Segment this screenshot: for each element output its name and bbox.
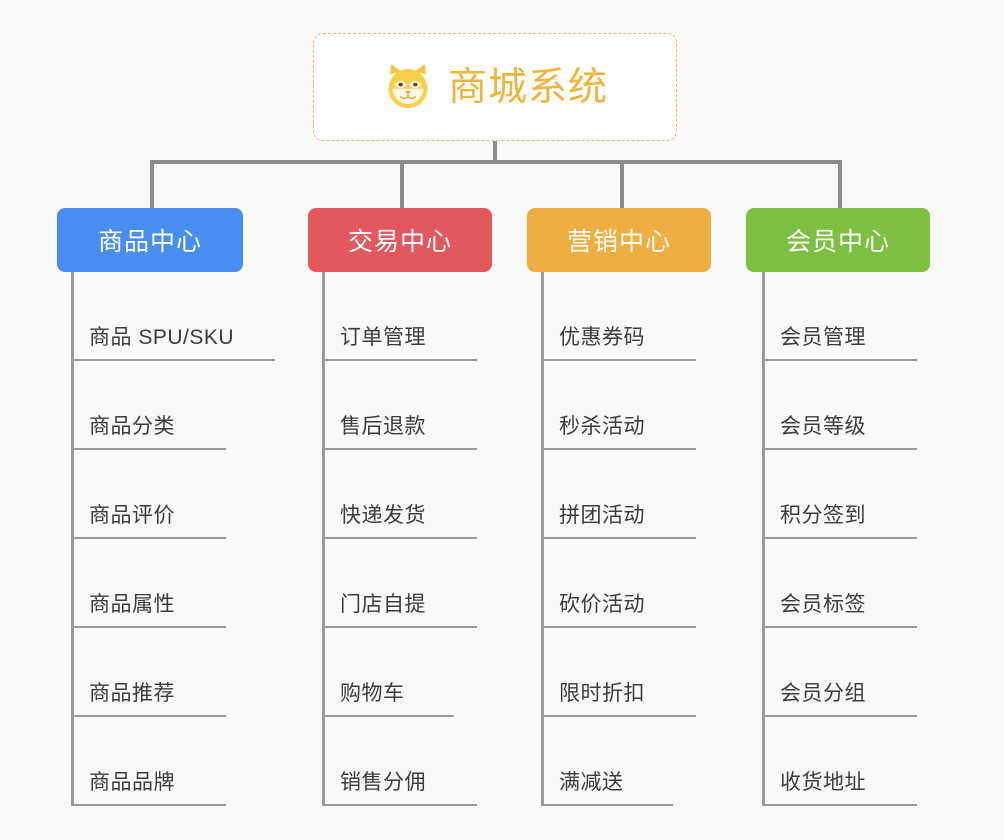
leaf-label: 优惠券码 — [559, 326, 645, 349]
leaf-item[interactable]: 会员分组 — [762, 628, 962, 717]
leaf-item[interactable]: 满减送 — [541, 717, 741, 806]
leaf-item[interactable]: 限时折扣 — [541, 628, 741, 717]
leaf-item[interactable]: 快递发货 — [322, 450, 522, 539]
connector-drop-4 — [838, 160, 842, 208]
category-box-3[interactable]: 营销中心 — [527, 208, 711, 272]
leaf-label: 会员标签 — [780, 593, 866, 616]
leaf-underline — [762, 448, 917, 450]
leaf-underline — [71, 359, 275, 361]
leaf-underline — [762, 626, 917, 628]
leaf-item[interactable]: 售后退款 — [322, 361, 522, 450]
leaf-item[interactable]: 销售分佣 — [322, 717, 522, 806]
leaf-label: 购物车 — [340, 682, 405, 705]
leaf-label: 会员分组 — [780, 682, 866, 705]
connector-root-stub — [493, 141, 497, 164]
leaf-item[interactable]: 商品 SPU/SKU — [71, 272, 291, 361]
leaf-underline — [762, 537, 917, 539]
leaf-label: 快递发货 — [340, 504, 426, 527]
leaf-underline — [541, 804, 673, 806]
leaf-underline — [541, 626, 696, 628]
leaf-underline — [762, 804, 917, 806]
leaf-underline — [71, 448, 226, 450]
leaf-label: 销售分佣 — [340, 771, 426, 794]
leaf-underline — [322, 626, 477, 628]
category-box-1[interactable]: 商品中心 — [57, 208, 243, 272]
leaf-label: 门店自提 — [340, 593, 426, 616]
leaf-label: 收货地址 — [780, 771, 866, 794]
leaf-item[interactable]: 门店自提 — [322, 539, 522, 628]
leaf-label: 商品属性 — [89, 593, 175, 616]
leaf-underline — [322, 448, 477, 450]
leaf-label: 满减送 — [559, 771, 624, 794]
leaf-underline — [71, 804, 226, 806]
leaf-label: 订单管理 — [340, 326, 426, 349]
leaf-label: 商品评价 — [89, 504, 175, 527]
leaf-item[interactable]: 商品属性 — [71, 539, 291, 628]
leaf-label: 砍价活动 — [559, 593, 645, 616]
leaf-underline — [541, 448, 696, 450]
leaf-underline — [322, 804, 477, 806]
category-label-1: 商品中心 — [97, 228, 202, 256]
leaf-label: 限时折扣 — [559, 682, 645, 705]
leaf-item[interactable]: 会员标签 — [762, 539, 962, 628]
leaf-item[interactable]: 会员管理 — [762, 272, 962, 361]
leaf-item[interactable]: 秒杀活动 — [541, 361, 741, 450]
leaf-underline — [541, 715, 696, 717]
leaf-underline — [322, 359, 477, 361]
category-label-2: 交易中心 — [347, 228, 452, 256]
leaf-label: 秒杀活动 — [559, 415, 645, 438]
connector-horizontal-bus — [150, 160, 840, 164]
leaf-label: 售后退款 — [340, 415, 426, 438]
leaf-item[interactable]: 商品分类 — [71, 361, 291, 450]
shiba-dog-face-icon — [382, 61, 434, 113]
leaf-label: 会员管理 — [780, 326, 866, 349]
leaf-item[interactable]: 砍价活动 — [541, 539, 741, 628]
leaf-spine-4 — [762, 272, 765, 806]
connector-drop-2 — [400, 160, 404, 208]
leaf-label: 商品 SPU/SKU — [89, 326, 235, 349]
root-node-shop-system[interactable]: 商城系统 — [313, 33, 677, 141]
leaf-item[interactable]: 购物车 — [322, 628, 522, 717]
leaf-column-2: 订单管理 售后退款 快递发货 门店自提 购物车 销售分佣 — [322, 272, 522, 806]
leaf-label: 会员等级 — [780, 415, 866, 438]
category-label-3: 营销中心 — [566, 228, 671, 256]
leaf-item[interactable]: 拼团活动 — [541, 450, 741, 539]
connector-drop-3 — [620, 160, 624, 208]
leaf-spine-1 — [71, 272, 74, 806]
leaf-spine-2 — [322, 272, 325, 806]
leaf-label: 商品品牌 — [89, 771, 175, 794]
leaf-item[interactable]: 积分签到 — [762, 450, 962, 539]
root-title: 商城系统 — [447, 65, 608, 109]
leaf-item[interactable]: 商品推荐 — [71, 628, 291, 717]
leaf-underline — [762, 715, 917, 717]
leaf-item[interactable]: 会员等级 — [762, 361, 962, 450]
category-box-2[interactable]: 交易中心 — [308, 208, 492, 272]
leaf-label: 拼团活动 — [559, 504, 645, 527]
connector-drop-1 — [150, 160, 154, 208]
leaf-label: 商品推荐 — [89, 682, 175, 705]
category-label-4: 会员中心 — [785, 228, 890, 256]
leaf-item[interactable]: 收货地址 — [762, 717, 962, 806]
leaf-column-3: 优惠券码 秒杀活动 拼团活动 砍价活动 限时折扣 满减送 — [541, 272, 741, 806]
leaf-underline — [322, 715, 454, 717]
leaf-underline — [541, 537, 696, 539]
leaf-underline — [71, 715, 226, 717]
leaf-underline — [322, 537, 477, 539]
category-box-4[interactable]: 会员中心 — [746, 208, 930, 272]
leaf-label: 商品分类 — [89, 415, 175, 438]
leaf-underline — [71, 537, 226, 539]
leaf-item[interactable]: 商品品牌 — [71, 717, 291, 806]
leaf-label: 积分签到 — [780, 504, 866, 527]
leaf-item[interactable]: 订单管理 — [322, 272, 522, 361]
leaf-column-1: 商品 SPU/SKU 商品分类 商品评价 商品属性 商品推荐 商品品牌 — [71, 272, 291, 806]
leaf-spine-3 — [541, 272, 544, 806]
leaf-underline — [762, 359, 917, 361]
leaf-item[interactable]: 商品评价 — [71, 450, 291, 539]
leaf-underline — [71, 626, 226, 628]
leaf-item[interactable]: 优惠券码 — [541, 272, 741, 361]
leaf-column-4: 会员管理 会员等级 积分签到 会员标签 会员分组 收货地址 — [762, 272, 962, 806]
leaf-underline — [541, 359, 696, 361]
